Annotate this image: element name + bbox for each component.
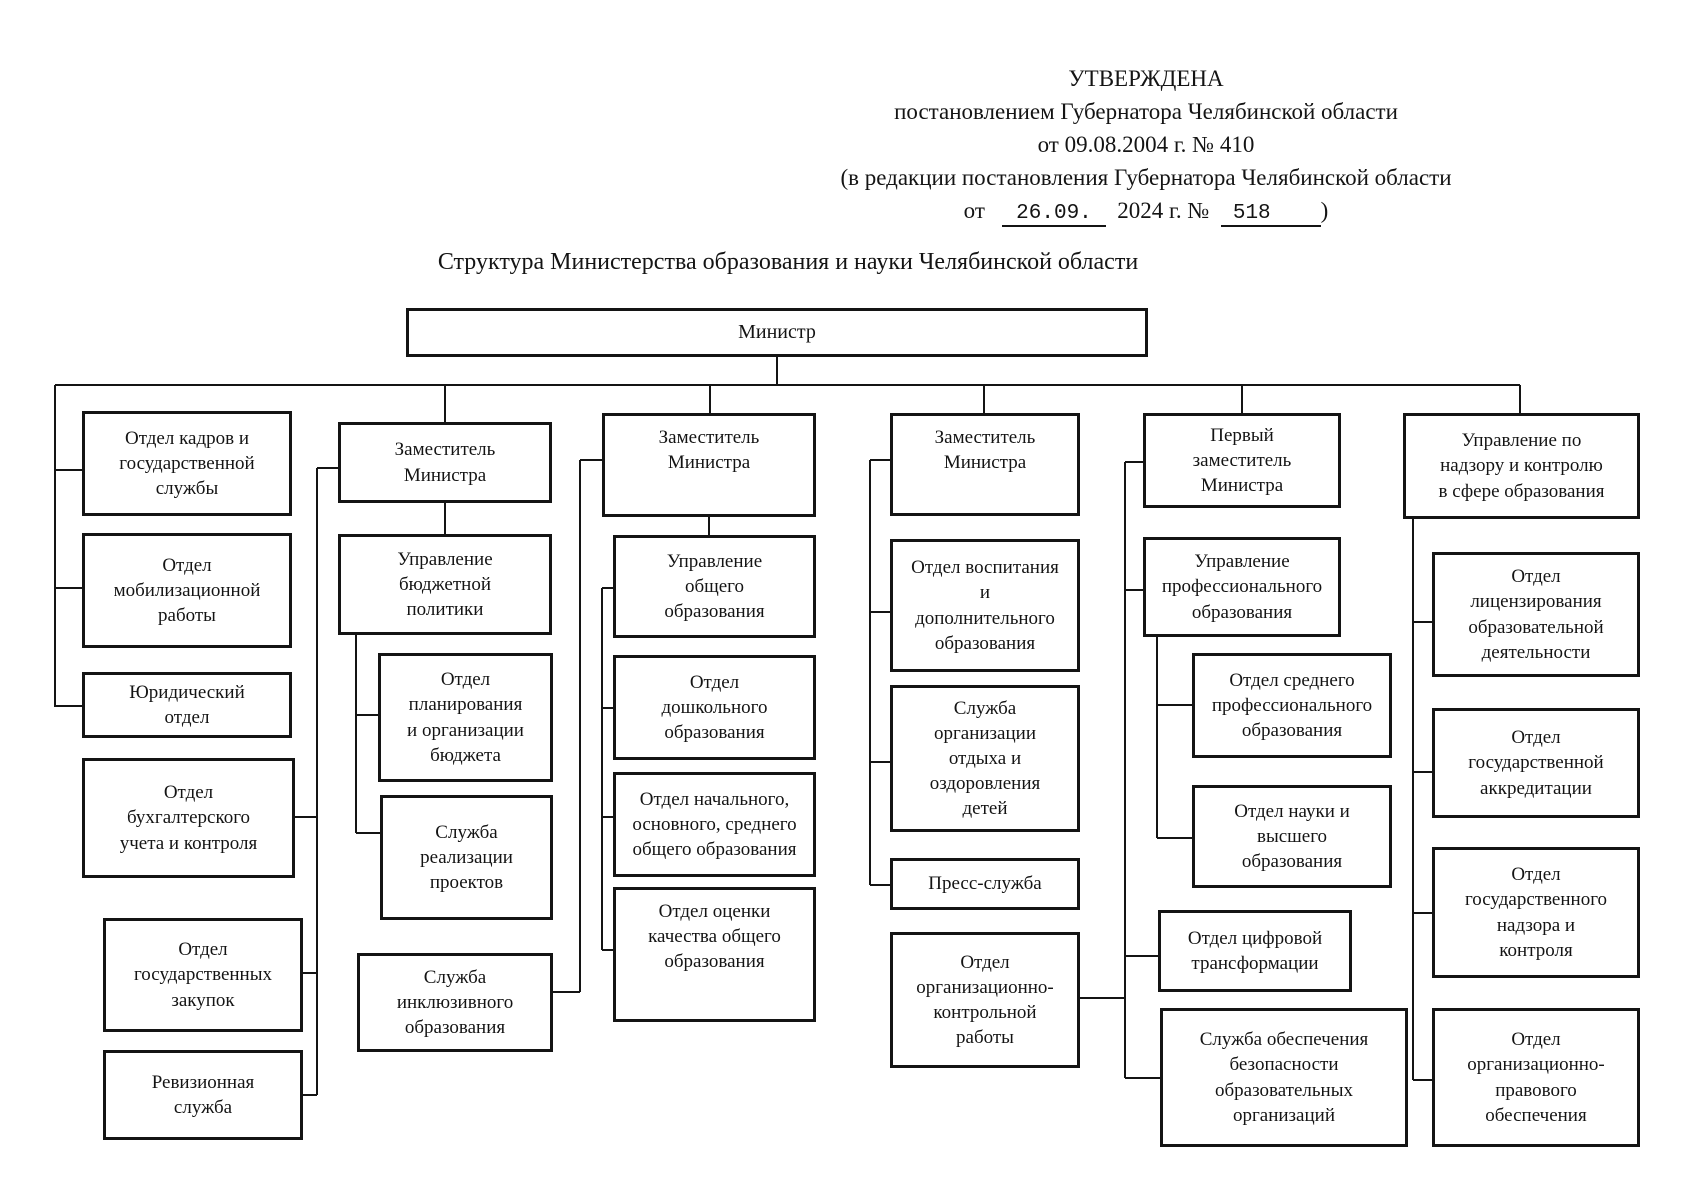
org-box-zam-ministra-budget: Заместитель Министра [338, 422, 552, 503]
org-box-sluzhba-realizatsii-proektov: Служба реализации проектов [380, 795, 553, 920]
approval-line-5-prefix: от [963, 198, 985, 223]
org-box-upravlenie-obshchego-obrazovaniya: Управление общего образования [613, 535, 816, 638]
org-box-sluzhba-inklyuzivnogo-obrazovaniya: Служба инклюзивного образования [357, 953, 553, 1052]
org-box-otdel-nauki-vysshego: Отдел науки и высшего образования [1192, 785, 1392, 888]
org-box-zam-ministra-obshchee: Заместитель Министра [602, 413, 816, 517]
diagram-title: Структура Министерства образования и нау… [437, 249, 1139, 275]
org-box-otdel-org-pravovogo: Отдел организационно- правового обеспече… [1432, 1008, 1640, 1147]
org-box-otdel-kadrov: Отдел кадров и государственной службы [82, 411, 292, 516]
approval-date-filled: 26.09. [1002, 202, 1106, 227]
org-box-upravlenie-byudzhetnoy-politiki: Управление бюджетной политики [338, 534, 552, 635]
org-box-revizionnaya-sluzhba: Ревизионная служба [103, 1050, 303, 1140]
approval-line-1: УТВЕРЖДЕНА [1068, 66, 1224, 91]
org-box-otdel-planirovaniya-byudzheta: Отдел планирования и организации бюджета [378, 653, 553, 782]
approval-line-5: от 26.09. 2024 г. № 518) [790, 194, 1502, 230]
org-box-otdel-nachalnogo-osnovnogo-srednego: Отдел начального, основного, среднего об… [613, 772, 816, 877]
approval-line-3: от 09.08.2004 г. № 410 [1037, 132, 1255, 157]
approval-line-2: постановлением Губернатора Челябинской о… [894, 99, 1398, 124]
org-box-minister: Министр [406, 308, 1148, 357]
org-box-otdel-otsenki-kachestva: Отдел оценки качества общего образования [613, 887, 816, 1022]
org-box-sluzhba-otdyha-detey: Служба организации отдыха и оздоровления… [890, 685, 1080, 832]
org-box-otdel-goszakupok: Отдел государственных закупок [103, 918, 303, 1032]
org-box-otdel-vospitaniya: Отдел воспитания и дополнительного образ… [890, 539, 1080, 672]
org-box-sluzhba-bezopasnosti: Служба обеспечения безопасности образова… [1160, 1008, 1408, 1147]
org-box-pervyi-zam-ministra: Первый заместитель Министра [1143, 413, 1341, 508]
approval-line-5-mid: 2024 г. № [1117, 198, 1210, 223]
org-box-otdel-tsifrovoy-transformatsii: Отдел цифровой трансформации [1158, 910, 1352, 992]
org-box-yuridicheskiy-otdel: Юридический отдел [82, 672, 292, 738]
org-box-otdel-litsenzirovaniya: Отдел лицензирования образовательной дея… [1432, 552, 1640, 677]
org-box-otdel-org-kontrolnoy-raboty: Отдел организационно- контрольной работы [890, 932, 1080, 1068]
approval-line-4: (в редакции постановления Губернатора Че… [840, 165, 1452, 190]
org-box-otdel-gos-akkreditatsii: Отдел государственной аккредитации [1432, 708, 1640, 818]
org-box-otdel-doshkolnogo: Отдел дошкольного образования [613, 655, 816, 760]
org-box-otdel-srednego-prof: Отдел среднего профессионального образов… [1192, 653, 1392, 758]
org-box-upravlenie-nadzora-kontrolya: Управление по надзору и контролю в сфере… [1403, 413, 1640, 519]
org-box-otdel-gos-nadzora: Отдел государственного надзора и контрол… [1432, 847, 1640, 978]
connector-path [53, 357, 1522, 1097]
org-box-upravlenie-prof-obrazovaniya: Управление профессионального образования [1143, 537, 1341, 637]
org-box-zam-ministra-vospitanie: Заместитель Министра [890, 413, 1080, 516]
org-box-press-sluzhba: Пресс-служба [890, 858, 1080, 910]
approval-stamp: УТВЕРЖДЕНА постановлением Губернатора Че… [790, 62, 1502, 230]
org-box-otdel-mobilizatsionnoy: Отдел мобилизационной работы [82, 533, 292, 648]
org-box-otdel-buhgalterskogo-ucheta: Отдел бухгалтерского учета и контроля [82, 758, 295, 878]
approval-number-filled: 518 [1220, 202, 1321, 227]
approval-line-5-suffix: ) [1320, 198, 1329, 223]
